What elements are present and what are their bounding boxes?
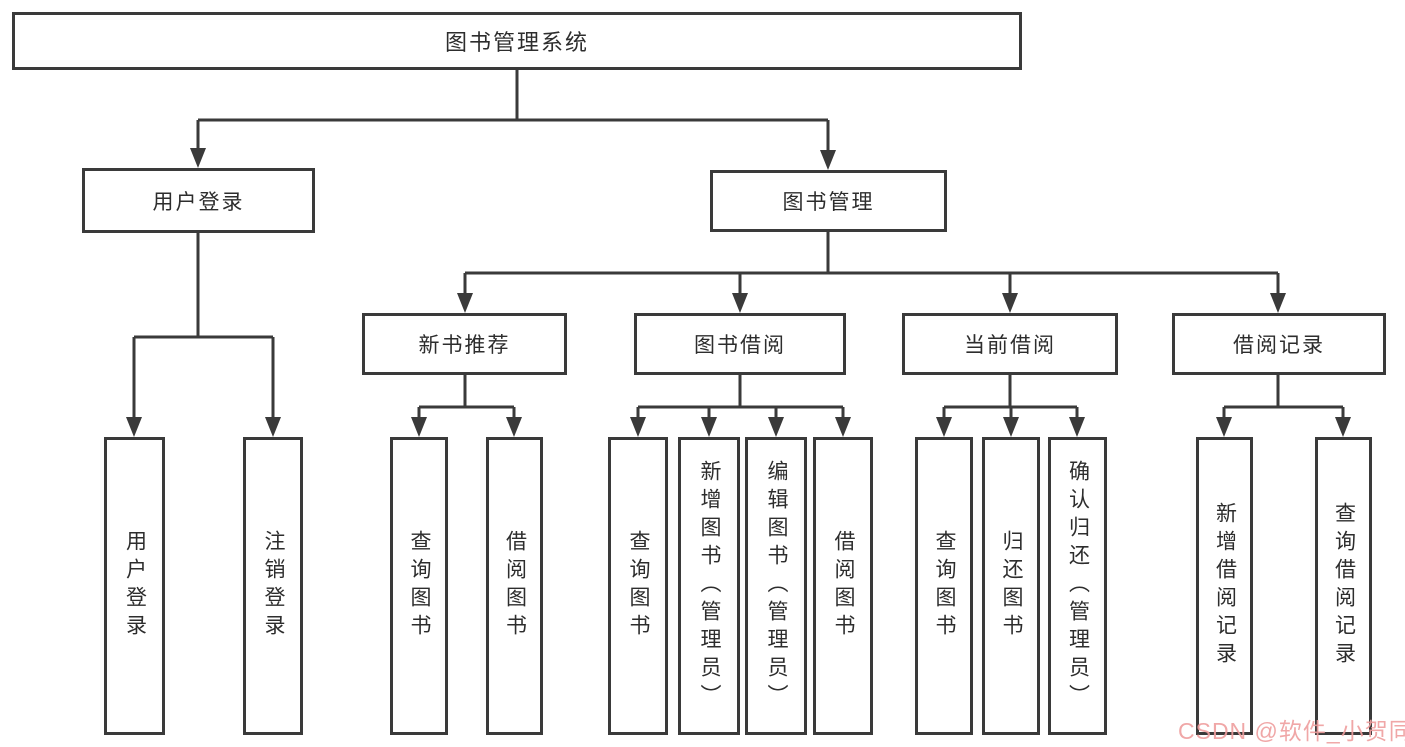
node-label: 归还图书 [1000, 530, 1023, 642]
watermark: CSDN @软件_小贺同学 [1178, 718, 1405, 744]
leaf-return-book: 归还图书 [982, 437, 1040, 735]
leaf-search-books-recommend: 查询图书 [390, 437, 448, 735]
leaf-user-login: 用户登录 [104, 437, 165, 735]
node-label: 图书管理 [782, 191, 875, 214]
node-label: 借阅图书 [503, 530, 527, 642]
node-label: 新增图书（管理员） [698, 460, 721, 712]
node-label: 确认归还（管理员） [1066, 460, 1090, 712]
node-label: 编辑图书（管理员） [765, 460, 788, 712]
node-label: 借阅记录 [1233, 334, 1325, 357]
node-label: 借阅图书 [832, 530, 855, 642]
leaf-add-borrow-record: 新增借阅记录 [1196, 437, 1253, 735]
node-label: 查询图书 [933, 530, 956, 642]
node-label: 查询图书 [627, 530, 650, 642]
leaf-borrow-books-borrowing: 借阅图书 [813, 437, 873, 735]
node-book-management: 图书管理 [710, 170, 947, 232]
leaf-edit-book-admin: 编辑图书（管理员） [745, 437, 807, 735]
node-current-borrowing: 当前借阅 [902, 313, 1118, 375]
node-label: 查询借阅记录 [1332, 502, 1356, 670]
node-label: 用户登录 [123, 530, 147, 642]
node-label: 新增借阅记录 [1213, 502, 1237, 670]
node-book-borrowing: 图书借阅 [634, 313, 846, 375]
node-user-login: 用户登录 [82, 168, 315, 233]
node-label: 注销登录 [262, 530, 285, 642]
leaf-search-books-current: 查询图书 [915, 437, 973, 735]
node-label: 新书推荐 [418, 334, 511, 357]
node-label: 图书借阅 [694, 334, 786, 357]
node-library-system: 图书管理系统 [12, 12, 1022, 70]
node-label: 用户登录 [152, 190, 245, 214]
node-label: 图书管理系统 [444, 30, 589, 55]
leaf-search-books-borrowing: 查询图书 [608, 437, 668, 735]
leaf-add-book-admin: 新增图书（管理员） [678, 437, 740, 735]
leaf-borrow-books-recommend: 借阅图书 [486, 437, 543, 735]
node-label: 查询图书 [408, 530, 431, 642]
leaf-confirm-return-admin: 确认归还（管理员） [1048, 437, 1107, 735]
node-new-book-recommend: 新书推荐 [362, 313, 567, 375]
leaf-search-borrow-record: 查询借阅记录 [1315, 437, 1372, 735]
node-label: 当前借阅 [964, 334, 1056, 357]
node-borrowing-records: 借阅记录 [1172, 313, 1386, 375]
leaf-logout: 注销登录 [243, 437, 303, 735]
